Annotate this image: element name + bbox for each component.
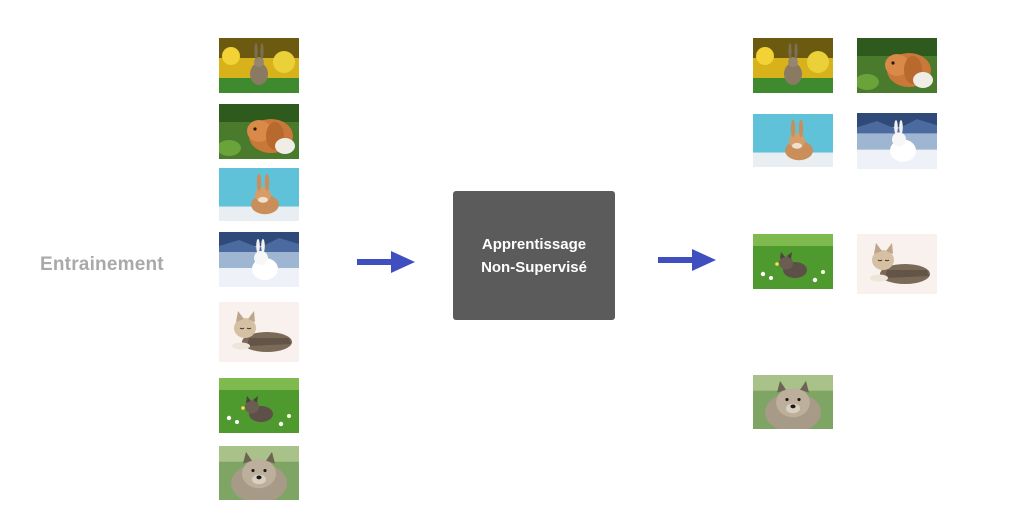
- unsupervised-learning-box: Apprentissage Non-Supervisé: [453, 191, 615, 320]
- fluffy-dog-image: [219, 446, 299, 500]
- fluffy-dog-image: [753, 375, 833, 429]
- rabbit-blue-background-image: [219, 168, 299, 221]
- rabbit-yellow-flowers-image: [219, 38, 299, 93]
- kitten-grass-flowers-image: [753, 234, 833, 289]
- arrow-right-icon: [658, 249, 716, 271]
- rabbit-yellow-flowers-image: [753, 38, 833, 93]
- rabbit-blue-background-image: [753, 114, 833, 167]
- process-line-2: Non-Supervisé: [481, 258, 587, 276]
- lop-rabbit-green-image: [219, 104, 299, 159]
- process-line-1: Apprentissage: [481, 235, 587, 253]
- tabby-kitten-lying-image: [219, 302, 299, 362]
- arrow-right-icon: [357, 251, 415, 273]
- lop-rabbit-green-image: [857, 38, 937, 93]
- training-label: Entrainement: [40, 254, 164, 275]
- white-rabbit-snow-image: [857, 113, 937, 169]
- white-rabbit-snow-image: [219, 232, 299, 287]
- tabby-kitten-lying-image: [857, 234, 937, 294]
- kitten-grass-flowers-image: [219, 378, 299, 433]
